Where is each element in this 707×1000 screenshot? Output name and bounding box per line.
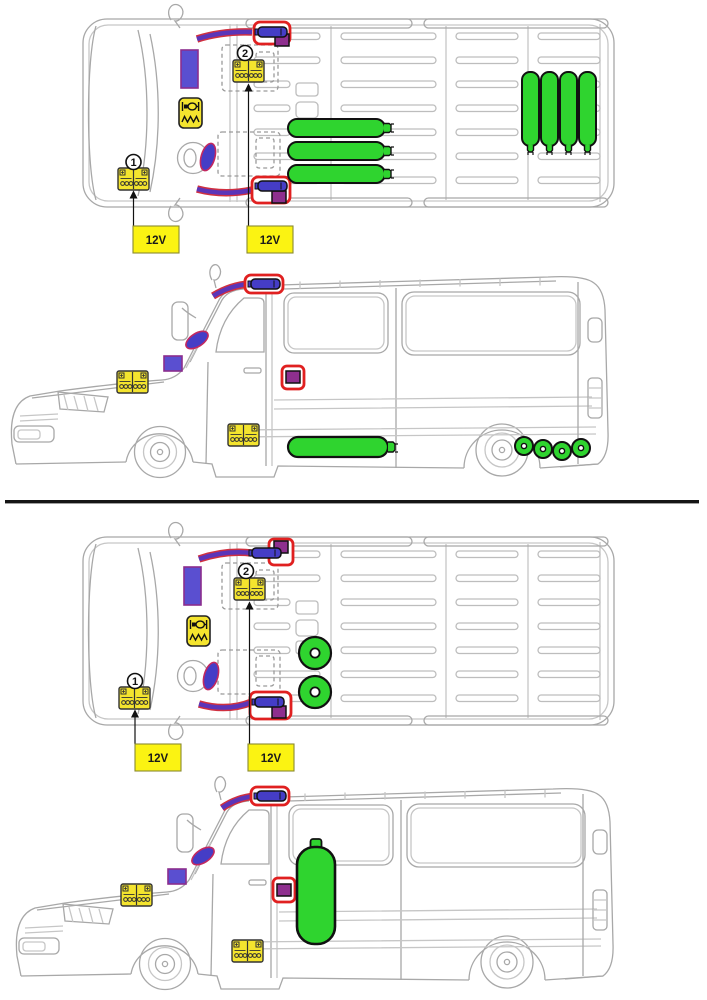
gas-tank-round [297, 674, 333, 710]
fuse-box [163, 355, 183, 372]
battery-icon [227, 423, 260, 447]
callout-1-number: 1 [132, 676, 138, 688]
svg-text:12V: 12V [261, 753, 282, 765]
inflator-cylinder-icon [251, 696, 285, 708]
battery-icon [118, 686, 151, 710]
battery-icon [120, 883, 153, 907]
inflator-cylinder-icon [254, 180, 288, 192]
gas-cylinder-vertical-cabin [295, 838, 337, 946]
steering-wheel-airbag [199, 142, 217, 172]
seatbelt-pretensioner-icon [276, 883, 292, 897]
battery-voltage-label: 12V [134, 743, 182, 772]
fuse-box [167, 868, 187, 885]
steering-wheel-airbag [202, 661, 220, 691]
callout-1: 1 [125, 153, 142, 171]
airbag-control-unit-icon [186, 615, 211, 647]
gas-cylinder-horizontal [287, 141, 395, 161]
callout-2: 2 [237, 562, 255, 580]
battery-icon [117, 167, 150, 191]
inflator-cylinder-icon [248, 547, 282, 559]
svg-text:12V: 12V [260, 235, 281, 247]
battery-icon [231, 939, 264, 963]
gas-cylinder-end [571, 438, 591, 458]
top-view-b: 1 2 12V 12V [82, 521, 615, 772]
callout-2: 2 [236, 44, 254, 62]
seatbelt-pretensioner-icon [271, 190, 287, 204]
battery-voltage-label: 12V [247, 743, 295, 772]
callout-1: 1 [126, 672, 144, 690]
curtain-airbag-right [196, 175, 292, 205]
battery-icon [116, 370, 149, 394]
van-top-outline [82, 521, 615, 741]
leader-battery-1 [131, 710, 139, 744]
gas-cylinder-vertical [578, 71, 597, 156]
inflator-cylinder-icon [254, 26, 288, 38]
side-view-a [10, 264, 609, 479]
gas-tank-round [297, 635, 333, 671]
svg-text:12V: 12V [146, 235, 167, 247]
gas-cylinder-horizontal [287, 164, 395, 184]
section-divider [5, 500, 699, 504]
airbag-control-unit-icon [178, 97, 203, 129]
seatbelt-pretensioner-icon [285, 370, 301, 384]
curtain-airbag [211, 273, 285, 300]
callout-1-number: 1 [130, 157, 136, 169]
battery-voltage-label: 12V [132, 225, 180, 254]
gas-cylinder-horizontal [287, 118, 395, 138]
curtain-airbag-left [197, 537, 295, 567]
gas-cylinder-end [533, 439, 553, 459]
gas-cylinder-vertical [559, 71, 578, 156]
callout-2-number: 2 [243, 566, 249, 578]
callout-2-number: 2 [242, 48, 248, 60]
fuse-box [180, 49, 199, 89]
battery-icon [232, 59, 265, 83]
curtain-airbag [219, 785, 291, 812]
battery-voltage-label: 12V [246, 225, 294, 254]
b-pillar-pretensioner [271, 876, 297, 904]
inflator-cylinder-icon [253, 790, 287, 802]
fuse-box [183, 566, 202, 606]
seatbelt-pretensioner-icon [271, 705, 287, 719]
b-pillar-pretensioner [280, 364, 306, 391]
top-view-a: 1 2 12V 12V [82, 3, 615, 254]
battery-icon [233, 577, 266, 601]
side-view-b [15, 776, 614, 991]
svg-text:12V: 12V [148, 753, 169, 765]
curtain-airbag-right [197, 690, 293, 721]
leader-battery-2 [245, 602, 254, 744]
inflator-cylinder-icon [247, 278, 281, 290]
gas-cylinder-end [552, 441, 572, 461]
gas-cylinder-vertical [540, 71, 559, 156]
curtain-airbag-left [195, 20, 292, 47]
gas-cylinder-end [514, 436, 534, 456]
leader-battery-2 [244, 84, 253, 226]
leader-battery-1 [129, 191, 138, 226]
windshield-airbag-ellipse [185, 330, 209, 350]
windshield-airbag-ellipse [191, 846, 215, 866]
gas-cylinder-vertical [521, 71, 540, 156]
gas-cylinder-underbody [286, 435, 398, 459]
